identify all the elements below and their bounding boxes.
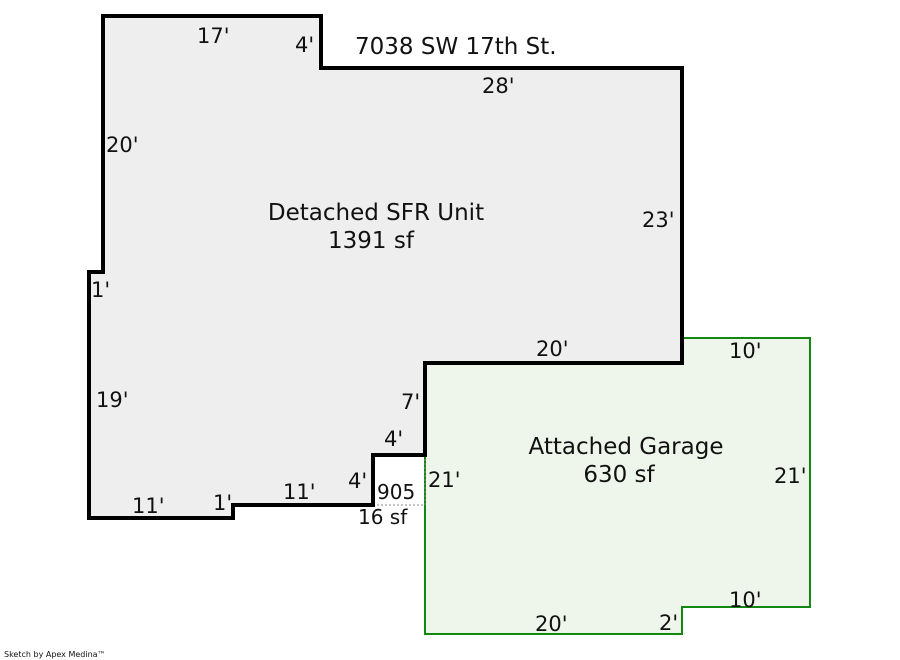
dim-living-top-left: 17' bbox=[197, 24, 230, 48]
garage-area-size: 630 sf bbox=[583, 462, 655, 488]
dim-garage-right: 21' bbox=[774, 464, 807, 488]
dim-living-left-lower: 19' bbox=[96, 388, 129, 412]
dim-living-right: 23' bbox=[642, 208, 675, 232]
living-area-size: 1391 sf bbox=[328, 228, 415, 254]
living-area-name: Detached SFR Unit bbox=[268, 200, 484, 226]
dim-garage-bottom-step: 2' bbox=[659, 611, 678, 635]
dim-living-inner-vertical: 7' bbox=[401, 390, 420, 414]
dim-living-bottom-left: 11' bbox=[132, 494, 165, 518]
garage-area-name: Attached Garage bbox=[529, 434, 724, 460]
property-address: 7038 SW 17th St. bbox=[355, 34, 557, 60]
dim-living-step-vertical: 4' bbox=[348, 469, 367, 493]
dim-living-top-right: 28' bbox=[482, 74, 515, 98]
dim-living-left-upper: 20' bbox=[106, 133, 139, 157]
dim-living-bottom-step: 1' bbox=[213, 491, 232, 515]
dim-living-notch: 4' bbox=[295, 33, 314, 57]
detached-sfr-unit-outline bbox=[87, 14, 684, 520]
dim-garage-left: 21' bbox=[428, 468, 461, 492]
porch-area-code: 905 bbox=[377, 480, 415, 504]
dim-living-inner-horizontal: 20' bbox=[536, 337, 569, 361]
dim-living-bottom-mid: 11' bbox=[283, 480, 316, 504]
sketch-credit: Sketch by Apex Medina™ bbox=[4, 650, 106, 659]
dim-garage-bottom: 20' bbox=[535, 612, 568, 636]
dim-garage-bottom-right: 10' bbox=[729, 588, 762, 612]
porch-area-size: 16 sf bbox=[358, 505, 408, 529]
dim-living-step-horizontal: 4' bbox=[384, 427, 403, 451]
dim-garage-top: 10' bbox=[729, 339, 762, 363]
dim-living-jog: 1' bbox=[91, 278, 110, 302]
